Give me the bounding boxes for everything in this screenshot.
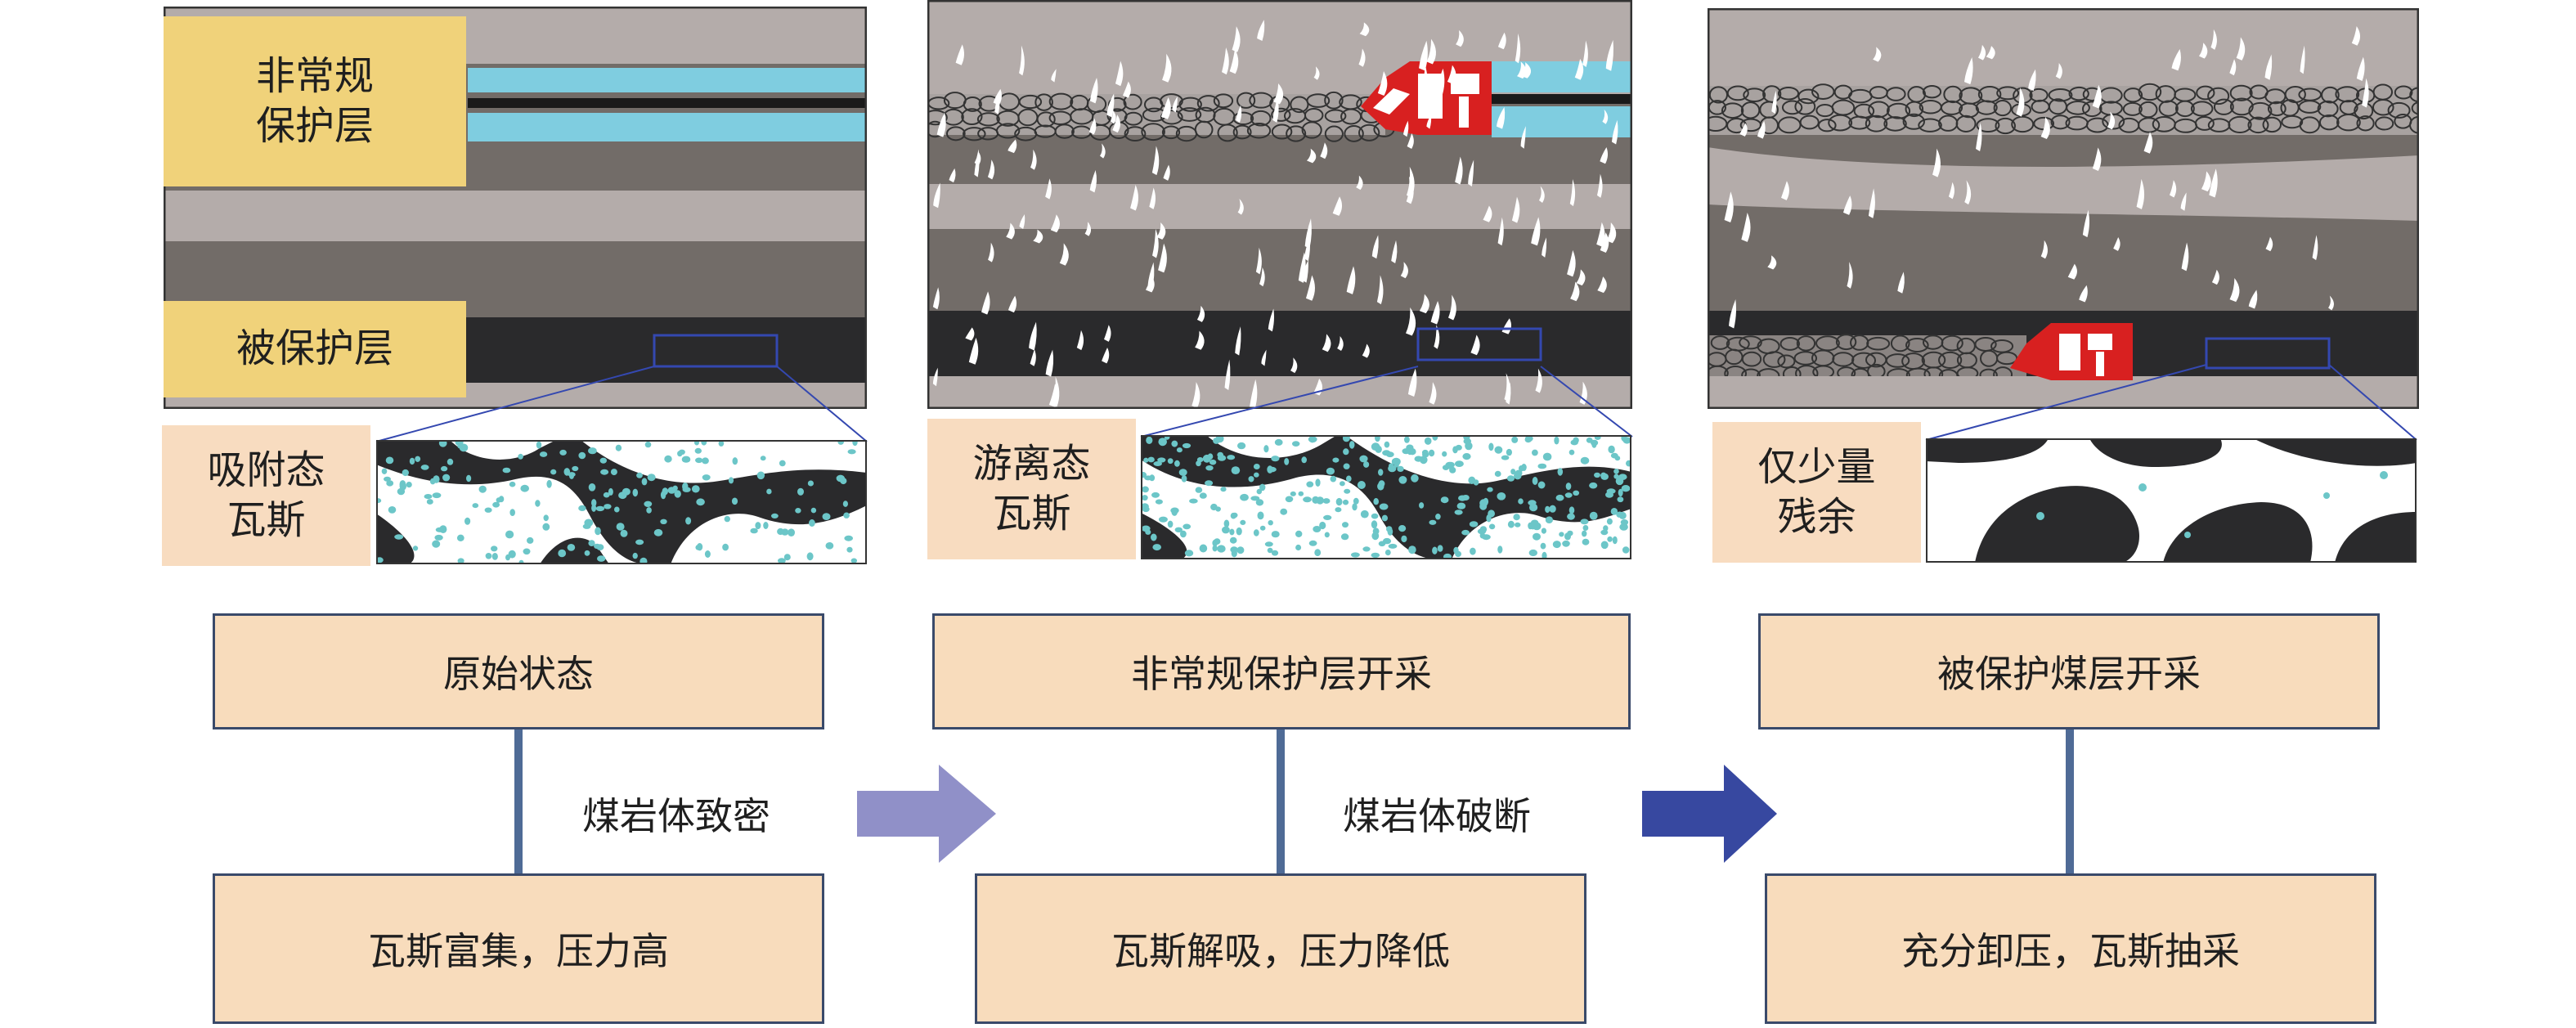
effect-box-unconventional-mining: 瓦斯解吸，压力降低	[975, 873, 1586, 1024]
pore-structure-free	[1141, 435, 1631, 559]
zoom-box	[653, 334, 779, 368]
pore-structure-adsorbed	[376, 440, 867, 564]
shearer-icon	[1361, 61, 1492, 135]
pore-structure-residual	[1926, 438, 2417, 563]
residual-gas-label: 仅少量 残余	[1712, 422, 1921, 563]
unconventional-protective-layer-label: 非常规 保护层	[164, 16, 466, 186]
effect-box-original: 瓦斯富集，压力高	[213, 873, 824, 1024]
stage-box-original: 原始状态	[213, 613, 824, 729]
effect-box-protected-mining: 充分卸压，瓦斯抽采	[1765, 873, 2376, 1024]
strata-panel-protected-mining	[1708, 8, 2419, 409]
unconventional-seam-lower	[468, 113, 867, 141]
protected-layer-label: 被保护层	[164, 301, 466, 397]
stage-box-unconventional-mining: 非常规保护层开采	[932, 613, 1631, 729]
arrow-2-icon	[1642, 765, 1777, 863]
transition-label-2: 煤岩体破断	[1343, 794, 1531, 838]
caved-zone	[927, 94, 1385, 135]
free-gas-label: 游离态 瓦斯	[927, 419, 1136, 559]
connector-line-1	[514, 729, 523, 873]
transition-label-1: 煤岩体致密	[582, 794, 770, 838]
strata-panel-unconventional-mining	[927, 0, 1632, 409]
arrow-1-icon	[857, 765, 996, 863]
stage-box-protected-mining: 被保护煤层开采	[1758, 613, 2380, 729]
shearer-icon	[2010, 323, 2133, 380]
connector-line-2	[1277, 729, 1285, 873]
connector-line-3	[2066, 729, 2074, 873]
adsorbed-gas-label: 吸附态 瓦斯	[162, 425, 370, 566]
unconventional-seam-upper	[468, 68, 867, 92]
